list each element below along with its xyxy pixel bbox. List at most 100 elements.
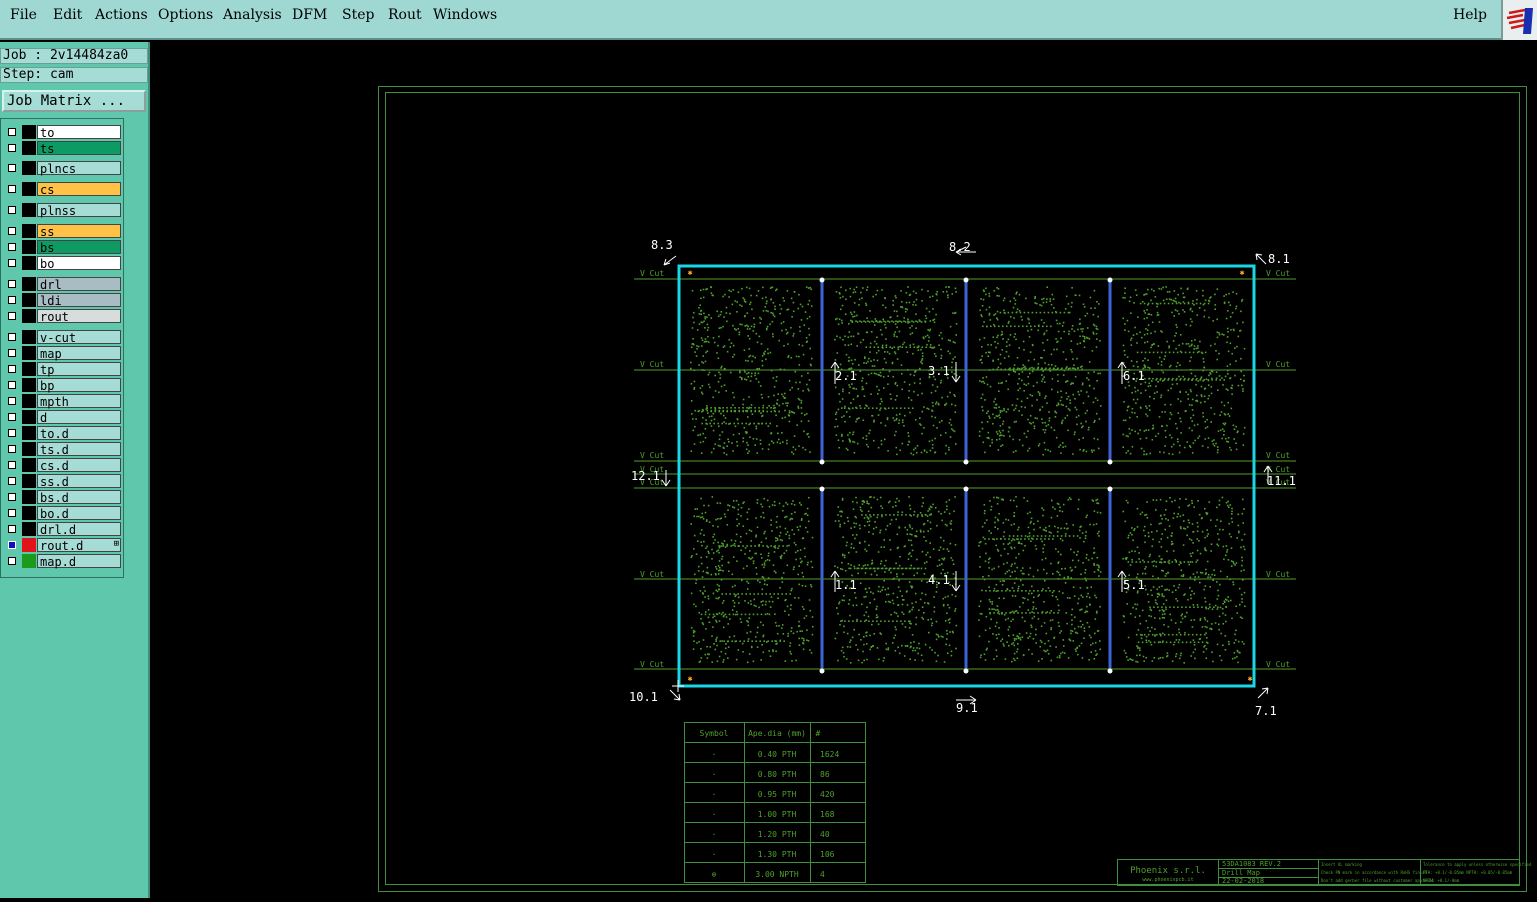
layer-row-rout-d[interactable]: rout.d⊞ xyxy=(3,538,121,553)
layer-color-swatch[interactable] xyxy=(22,346,36,360)
layer-checkbox[interactable] xyxy=(8,296,16,304)
layer-row-plnss[interactable]: plnss xyxy=(3,203,121,218)
layer-row-ldi[interactable]: ldi xyxy=(3,293,121,308)
layer-name[interactable]: rout.d xyxy=(37,538,121,553)
layer-checkbox[interactable] xyxy=(8,541,16,549)
layer-color-swatch[interactable] xyxy=(22,362,36,376)
layer-row-to[interactable]: to xyxy=(3,125,121,140)
layer-checkbox[interactable] xyxy=(8,381,16,389)
layer-name[interactable]: cs.d xyxy=(37,458,121,473)
layer-color-swatch[interactable] xyxy=(22,522,36,536)
layer-row-d[interactable]: d xyxy=(3,410,121,425)
menu-windows[interactable]: Windows xyxy=(433,7,498,23)
layer-checkbox[interactable] xyxy=(8,128,16,136)
layer-row-cs-d[interactable]: cs.d xyxy=(3,458,121,473)
layer-checkbox[interactable] xyxy=(8,259,16,267)
layer-row-cs[interactable]: cs xyxy=(3,182,121,197)
layer-row-ss[interactable]: ss xyxy=(3,224,121,239)
layer-name[interactable]: bo xyxy=(37,256,121,271)
layer-name[interactable]: bs xyxy=(37,240,121,255)
layer-checkbox[interactable] xyxy=(8,185,16,193)
layer-checkbox[interactable] xyxy=(8,413,16,421)
layer-color-swatch[interactable] xyxy=(22,309,36,323)
layer-name[interactable]: cs xyxy=(37,182,121,197)
layer-name[interactable]: map.d xyxy=(37,554,121,569)
layer-row-map[interactable]: map xyxy=(3,346,121,361)
menu-analysis[interactable]: Analysis xyxy=(223,7,282,23)
layer-color-swatch[interactable] xyxy=(22,538,36,552)
layer-row-map-d[interactable]: map.d xyxy=(3,554,121,569)
layer-checkbox[interactable] xyxy=(8,429,16,437)
layer-checkbox[interactable] xyxy=(8,397,16,405)
layer-name[interactable]: ss.d xyxy=(37,474,121,489)
layer-row-drl[interactable]: drl xyxy=(3,277,121,292)
layer-checkbox[interactable] xyxy=(8,144,16,152)
layer-color-swatch[interactable] xyxy=(22,125,36,139)
layer-checkbox[interactable] xyxy=(8,243,16,251)
layer-checkbox[interactable] xyxy=(8,493,16,501)
layer-name[interactable]: mpth xyxy=(37,394,121,409)
layer-color-swatch[interactable] xyxy=(22,442,36,456)
layer-checkbox[interactable] xyxy=(8,461,16,469)
layer-checkbox[interactable] xyxy=(8,445,16,453)
menu-options[interactable]: Options xyxy=(158,7,214,23)
layer-name[interactable]: ss xyxy=(37,224,121,239)
layer-checkbox[interactable] xyxy=(8,557,16,565)
layer-name[interactable]: bs.d xyxy=(37,490,121,505)
layer-color-swatch[interactable] xyxy=(22,490,36,504)
layer-color-swatch[interactable] xyxy=(22,458,36,472)
layer-row-bo[interactable]: bo xyxy=(3,256,121,271)
layer-checkbox[interactable] xyxy=(8,349,16,357)
layer-name[interactable]: plnss xyxy=(37,203,121,218)
layer-color-swatch[interactable] xyxy=(22,256,36,270)
layer-color-swatch[interactable] xyxy=(22,293,36,307)
layer-color-swatch[interactable] xyxy=(22,410,36,424)
layer-color-swatch[interactable] xyxy=(22,330,36,344)
menu-rout[interactable]: Rout xyxy=(388,7,422,23)
layer-color-swatch[interactable] xyxy=(22,378,36,392)
layer-row-ts-d[interactable]: ts.d xyxy=(3,442,121,457)
layer-row-bp[interactable]: bp xyxy=(3,378,121,393)
layer-row-bs[interactable]: bs xyxy=(3,240,121,255)
layer-color-swatch[interactable] xyxy=(22,240,36,254)
layer-color-swatch[interactable] xyxy=(22,203,36,217)
layer-name[interactable]: rout xyxy=(37,309,121,324)
layer-row-rout[interactable]: rout xyxy=(3,309,121,324)
layer-checkbox[interactable] xyxy=(8,333,16,341)
layer-name[interactable]: v-cut xyxy=(37,330,121,345)
layer-checkbox[interactable] xyxy=(8,227,16,235)
layer-name[interactable]: ts.d xyxy=(37,442,121,457)
layer-name[interactable]: bp xyxy=(37,378,121,393)
layer-name[interactable]: drl.d xyxy=(37,522,121,537)
menu-edit[interactable]: Edit xyxy=(53,7,83,23)
menu-help[interactable]: Help xyxy=(1453,7,1487,23)
layer-name[interactable]: plncs xyxy=(37,161,121,176)
layer-color-swatch[interactable] xyxy=(22,182,36,196)
layer-color-swatch[interactable] xyxy=(22,506,36,520)
layer-row-bo-d[interactable]: bo.d xyxy=(3,506,121,521)
layer-name[interactable]: d xyxy=(37,410,121,425)
layer-checkbox[interactable] xyxy=(8,164,16,172)
layer-color-swatch[interactable] xyxy=(22,426,36,440)
layer-name[interactable]: tp xyxy=(37,362,121,377)
layer-checkbox[interactable] xyxy=(8,312,16,320)
layer-row-v-cut[interactable]: v-cut xyxy=(3,330,121,345)
layer-color-swatch[interactable] xyxy=(22,277,36,291)
menu-file[interactable]: File xyxy=(10,7,37,23)
layer-row-ts[interactable]: ts xyxy=(3,141,121,156)
menu-step[interactable]: Step xyxy=(342,7,375,23)
job-matrix-button[interactable]: Job Matrix ... xyxy=(2,90,146,112)
layer-row-drl-d[interactable]: drl.d xyxy=(3,522,121,537)
layer-name[interactable]: map xyxy=(37,346,121,361)
layer-color-swatch[interactable] xyxy=(22,161,36,175)
layer-checkbox[interactable] xyxy=(8,206,16,214)
layer-name[interactable]: to.d xyxy=(37,426,121,441)
layer-row-plncs[interactable]: plncs xyxy=(3,161,121,176)
layer-row-tp[interactable]: tp xyxy=(3,362,121,377)
menu-actions[interactable]: Actions xyxy=(95,7,148,23)
layer-row-mpth[interactable]: mpth xyxy=(3,394,121,409)
layer-name[interactable]: drl xyxy=(37,277,121,292)
layer-checkbox[interactable] xyxy=(8,525,16,533)
